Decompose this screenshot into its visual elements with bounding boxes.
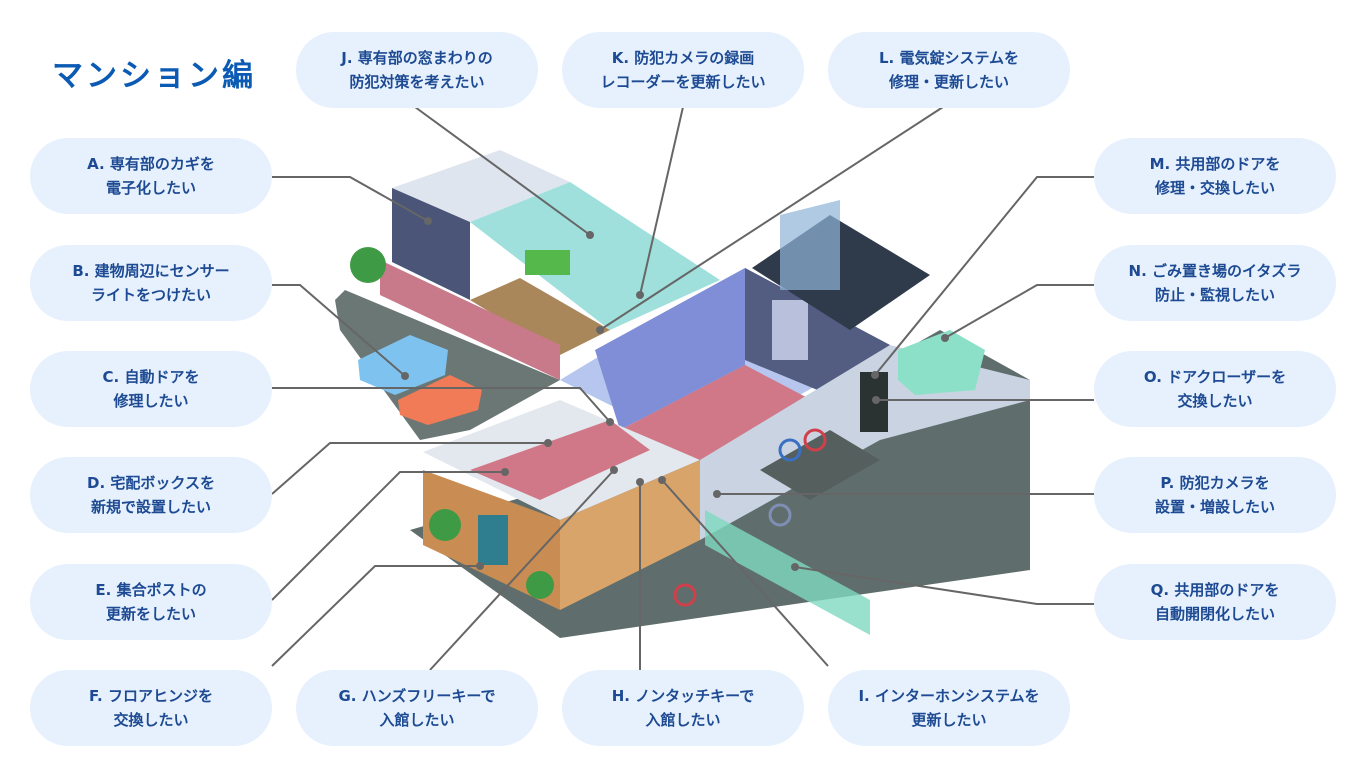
- item-label-line1: E. 集合ポストの: [95, 581, 207, 599]
- item-label-line2: 交換したい: [113, 711, 189, 729]
- leader-line-c: [272, 387, 611, 423]
- fence: [705, 510, 870, 635]
- item-e-button[interactable]: E. 集合ポストの更新をしたい: [30, 564, 272, 640]
- leader-line-j: [414, 106, 591, 236]
- item-c-button[interactable]: C. 自動ドアを修理したい: [30, 351, 272, 427]
- item-i-button[interactable]: I. インターホンシステムを更新したい: [828, 670, 1070, 746]
- leader-line-q: [794, 566, 1094, 605]
- item-label-line2: 更新したい: [911, 711, 987, 729]
- item-label-line1: Q. 共用部のドアを: [1150, 581, 1280, 599]
- item-label-line2: 設置・増設したい: [1154, 498, 1275, 516]
- item-label-line2: レコーダーを更新したい: [600, 73, 766, 91]
- item-label-line1: J. 専有部の窓まわりの: [341, 49, 493, 67]
- leader-line-a: [272, 176, 429, 222]
- top-room-glass: [780, 200, 840, 290]
- garbage-shed: [898, 330, 985, 395]
- item-a-button[interactable]: A. 専有部のカギを電子化したい: [30, 138, 272, 214]
- item-label-line1: I. インターホンシステムを: [858, 687, 1040, 705]
- item-label-line2: 新規で設置したい: [90, 498, 211, 516]
- leader-line-e: [271, 471, 505, 601]
- left-wing-wall: [392, 188, 470, 300]
- leader-line-k: [639, 106, 684, 296]
- leader-line-l: [599, 106, 944, 331]
- leader-line-g: [429, 469, 615, 671]
- lobby-floor: [470, 420, 650, 500]
- item-label-line2: 修理・交換したい: [1154, 179, 1275, 197]
- item-label-line1: D. 宅配ボックスを: [87, 474, 215, 492]
- item-label-line2: 自動開閉化したい: [1154, 605, 1275, 623]
- item-j-button[interactable]: J. 専有部の窓まわりの防犯対策を考えたい: [296, 32, 538, 108]
- leader-line-b: [272, 284, 406, 377]
- item-label-line2: 修理・更新したい: [888, 73, 1009, 91]
- item-label-line1: G. ハンズフリーキーで: [338, 687, 496, 705]
- item-label-line1: H. ノンタッチキーで: [611, 687, 755, 705]
- leader-dots: [401, 217, 949, 571]
- item-q-button[interactable]: Q. 共用部のドアを自動開閉化したい: [1094, 564, 1336, 640]
- item-label-line1: M. 共用部のドアを: [1149, 155, 1281, 173]
- item-l-button[interactable]: L. 電気錠システムを修理・更新したい: [828, 32, 1070, 108]
- item-label-line1: N. ごみ置き場のイタズラ: [1128, 262, 1302, 280]
- right-wall: [700, 345, 1030, 540]
- page-title: マンション編: [52, 58, 256, 94]
- item-label-line1: B. 建物周辺にセンサー: [72, 262, 230, 280]
- left-room-floor-wood: [470, 278, 610, 355]
- item-label-line2: 入館したい: [645, 711, 721, 729]
- item-label-line1: P. 防犯カメラを: [1160, 474, 1270, 492]
- item-label-line2: 電子化したい: [105, 179, 196, 197]
- item-label-line2: 防犯対策を考えたい: [349, 73, 485, 91]
- leader-lines: [271, 106, 1094, 671]
- item-label-line1: O. ドアクローザーを: [1143, 368, 1287, 386]
- parking-lot: [335, 290, 560, 440]
- bike-parking: [760, 430, 880, 500]
- leader-line-f: [271, 565, 480, 667]
- leader-line-d: [271, 442, 548, 495]
- item-b-button[interactable]: B. 建物周辺にセンサーライトをつけたい: [30, 245, 272, 321]
- item-o-button[interactable]: O. ドアクローザーを交換したい: [1094, 351, 1336, 427]
- item-label-line1: L. 電気錠システムを: [878, 49, 1020, 67]
- item-label-line1: F. フロアヒンジを: [89, 687, 213, 705]
- item-label-line2: 更新をしたい: [105, 605, 196, 623]
- item-f-button[interactable]: F. フロアヒンジを交換したい: [30, 670, 272, 746]
- left-wing-roof: [392, 150, 570, 222]
- item-p-button[interactable]: P. 防犯カメラを設置・増設したい: [1094, 457, 1336, 533]
- leader-line-m: [874, 176, 1094, 376]
- item-label-line2: 防止・監視したい: [1154, 286, 1275, 304]
- item-label-line2: ライトをつけたい: [90, 286, 211, 304]
- leader-line-i: [661, 479, 829, 667]
- item-label-line1: C. 自動ドアを: [102, 368, 200, 386]
- item-label-line2: 入館したい: [379, 711, 455, 729]
- left-planter: [380, 260, 560, 380]
- item-label-line2: 修理したい: [113, 392, 189, 410]
- bed: [525, 250, 570, 275]
- entrance-door: [478, 515, 508, 565]
- item-m-button[interactable]: M. 共用部のドアを修理・交換したい: [1094, 138, 1336, 214]
- center-hall-wall: [595, 268, 745, 430]
- item-n-button[interactable]: N. ごみ置き場のイタズラ防止・監視したい: [1094, 245, 1336, 321]
- car-blue: [358, 335, 448, 395]
- item-h-button[interactable]: H. ノンタッチキーで入館したい: [562, 670, 804, 746]
- item-label-line2: 交換したい: [1177, 392, 1253, 410]
- item-d-button[interactable]: D. 宅配ボックスを新規で設置したい: [30, 457, 272, 533]
- center-hall-floor: [620, 365, 840, 460]
- elevator-door: [772, 300, 808, 360]
- item-label-line1: K. 防犯カメラの録画: [611, 49, 755, 67]
- leader-line-n: [944, 284, 1094, 339]
- entrance-wall-right: [560, 460, 700, 610]
- item-k-button[interactable]: K. 防犯カメラの録画レコーダーを更新したい: [562, 32, 804, 108]
- item-label-line1: A. 専有部のカギを: [87, 155, 215, 173]
- item-g-button[interactable]: G. ハンズフリーキーで入館したい: [296, 670, 538, 746]
